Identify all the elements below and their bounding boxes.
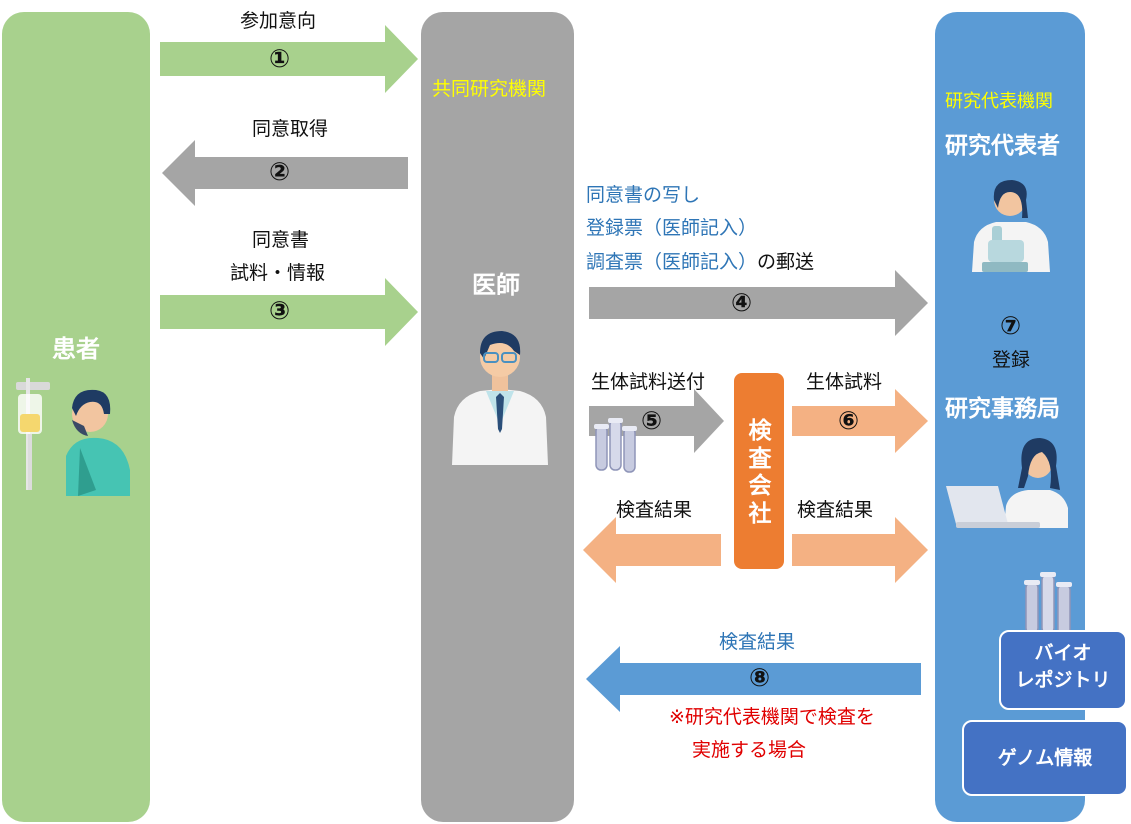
- step3-label-1: 同意書: [252, 229, 310, 251]
- lab-label: 検査会社: [748, 418, 772, 527]
- step4-line3-text: 調査票（医師記入）: [586, 251, 758, 273]
- office-laptop-illustration: [946, 438, 1068, 528]
- test-tubes-icon: [594, 418, 637, 473]
- step4-line1: 同意書の写し: [586, 184, 701, 206]
- arrow-step2: [162, 140, 408, 206]
- arrow-result-right: [792, 517, 928, 583]
- step6-number: ⑥: [838, 406, 860, 435]
- arrow-step6: [792, 389, 928, 453]
- rep-org: 研究代表機関: [945, 91, 1053, 112]
- result-right-label: 検査結果: [797, 499, 874, 521]
- step4-line3: 調査票（医師記入）の郵送: [586, 251, 815, 274]
- step2-number: ②: [269, 157, 291, 186]
- step6-label: 生体試料: [806, 371, 883, 393]
- arrow-step5: [589, 389, 724, 453]
- biorepository-line2: レポジトリ: [1015, 668, 1111, 691]
- arrow-result-left: [583, 517, 721, 583]
- step8-label: 検査結果: [719, 631, 796, 653]
- arrow-step4: [589, 270, 928, 336]
- step5-number: ⑤: [641, 406, 663, 435]
- arrow-step3: [160, 278, 418, 346]
- lab-box: [734, 373, 784, 569]
- genome-info-label: ゲノム情報: [997, 747, 1093, 769]
- step2-label: 同意取得: [252, 118, 329, 140]
- doctor-org: 共同研究機関: [432, 78, 547, 100]
- test-tubes-icon: [1024, 572, 1072, 637]
- step4-line2: 登録票（医師記入）: [586, 217, 758, 239]
- step7-label: 登録: [992, 349, 1031, 371]
- biorepository-box: バイオ レポジトリ: [999, 630, 1127, 710]
- step8-note-1: ※研究代表機関で検査を: [669, 706, 875, 728]
- office-label: 研究事務局: [945, 396, 1060, 422]
- step1-label: 参加意向: [240, 10, 317, 32]
- doctor-illustration: [452, 331, 548, 465]
- arrow-step1: [160, 25, 418, 93]
- step8-number: ⑧: [749, 663, 771, 692]
- step4-line3-suffix: の郵送: [757, 251, 815, 273]
- patient-label: 患者: [52, 335, 100, 363]
- patient-iv-illustration: [16, 378, 130, 496]
- rep-label: 研究代表者: [945, 133, 1060, 159]
- arrow-step8: [586, 646, 921, 712]
- step3-label-2: 試料・情報: [230, 262, 326, 284]
- step8-note-2: 実施する場合: [692, 739, 807, 761]
- step5-label: 生体試料送付: [591, 371, 706, 393]
- result-left-label: 検査結果: [616, 499, 693, 521]
- step4-number: ④: [731, 288, 753, 317]
- researcher-microscope-illustration: [972, 180, 1050, 272]
- biorepository-line1: バイオ: [1034, 642, 1092, 664]
- genome-info-box: ゲノム情報: [962, 720, 1128, 796]
- step7-number: ⑦: [1000, 311, 1022, 340]
- step1-number: ①: [269, 44, 291, 73]
- step3-number: ③: [269, 296, 291, 325]
- doctor-label: 医師: [472, 271, 520, 299]
